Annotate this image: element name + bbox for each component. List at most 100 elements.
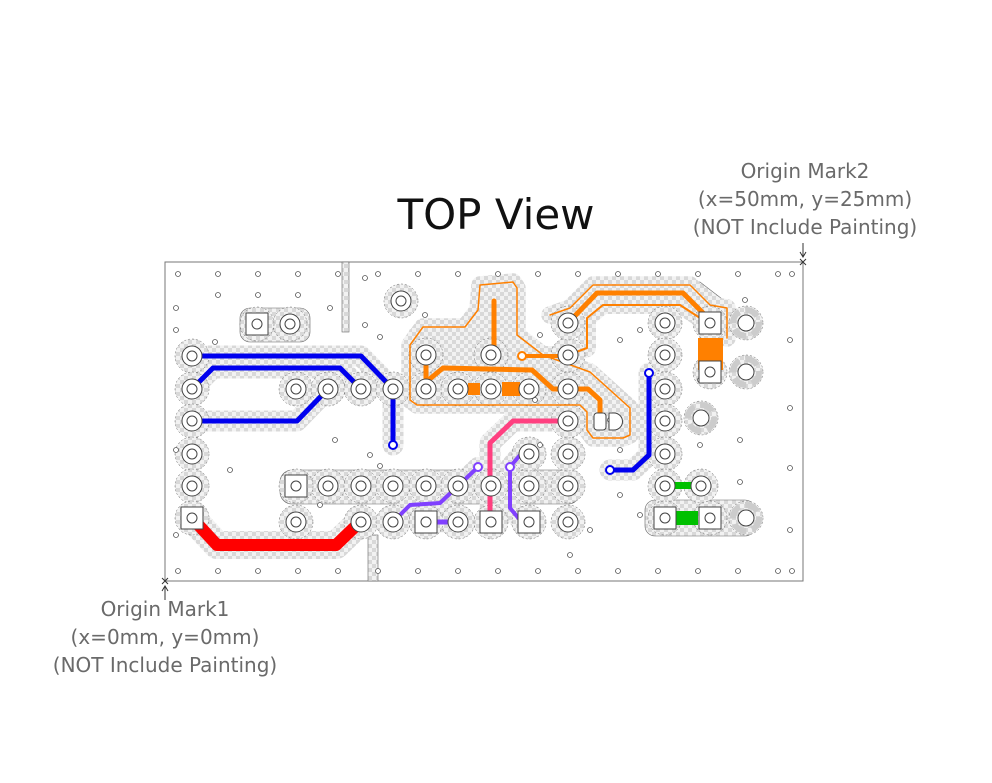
pad-hole	[452, 480, 464, 492]
copper-trace	[189, 386, 331, 424]
trace-via	[605, 465, 615, 475]
copper-trace	[186, 512, 367, 551]
pad-hole	[290, 383, 302, 395]
pad-hole	[322, 480, 334, 492]
via-hole	[575, 568, 581, 574]
smd-pad	[608, 412, 623, 431]
copper-trace	[189, 365, 364, 392]
via-hole	[695, 271, 701, 277]
via-hole	[787, 405, 793, 411]
via-hole	[377, 463, 383, 469]
origin-mark1-name: Origin Mark1	[100, 597, 230, 621]
via-hole	[173, 532, 179, 538]
via-hole	[327, 305, 333, 311]
thermal-pad	[737, 363, 755, 381]
via-hole	[335, 271, 341, 277]
trace-via	[388, 440, 398, 450]
via-hole	[617, 492, 623, 498]
copper-trace	[567, 304, 701, 356]
via-hole	[367, 452, 373, 458]
pad-hole	[420, 480, 432, 492]
pad-hole	[659, 317, 671, 329]
via-hole	[495, 271, 501, 277]
pad-hole	[290, 516, 302, 528]
thermal-relief	[685, 402, 717, 434]
via-hole	[215, 292, 221, 298]
pad-hole	[562, 415, 574, 427]
pad-hole	[659, 512, 671, 524]
via-hole	[175, 568, 181, 574]
via-hole	[567, 552, 573, 558]
pad-hole	[452, 383, 464, 395]
via-hole	[537, 442, 543, 448]
via-hole	[375, 568, 381, 574]
via-hole	[615, 271, 621, 277]
pad-hole	[284, 318, 296, 330]
view-title: TOP View	[397, 190, 595, 239]
thermal-relief	[730, 502, 762, 534]
pad-hole	[695, 480, 707, 492]
via-hole	[362, 322, 368, 328]
via-hole	[655, 568, 661, 574]
via-hole	[575, 271, 581, 277]
via-hole	[737, 437, 743, 443]
pad-hole	[562, 516, 574, 528]
thermal-relief	[730, 356, 762, 388]
thermal-pad	[692, 409, 710, 427]
pad-hole	[186, 415, 198, 427]
thermal-relief	[730, 307, 762, 339]
via-hole	[375, 271, 381, 277]
pad-hole	[355, 516, 367, 528]
copper-rect	[468, 383, 480, 395]
copper-rect	[676, 511, 698, 525]
via-hole	[455, 568, 461, 574]
via-hole	[655, 271, 661, 277]
origin-mark1-icon	[161, 577, 169, 600]
copper-rect	[674, 482, 698, 489]
pad-hole	[290, 480, 302, 492]
origin-mark1-coords: (x=0mm, y=0mm)	[70, 625, 260, 649]
origin-mark2-label: Origin Mark2 (x=50mm, y=25mm) (NOT Inclu…	[645, 157, 965, 241]
via-hole	[535, 271, 541, 277]
pad-hole	[355, 383, 367, 395]
pad-hole	[562, 480, 574, 492]
via-hole	[415, 271, 421, 277]
via-hole	[377, 334, 383, 340]
pad-hole	[186, 350, 198, 362]
via-hole	[175, 271, 181, 277]
via-hole	[537, 332, 543, 338]
via-hole	[212, 339, 218, 345]
via-hole	[737, 479, 743, 485]
copper-trace	[189, 353, 396, 448]
via-hole	[455, 271, 461, 277]
via-hole	[787, 337, 793, 343]
via-hole	[422, 312, 428, 318]
via-hole	[415, 568, 421, 574]
pad-hole	[186, 512, 198, 524]
pad-hole	[485, 516, 497, 528]
pad-hole	[485, 383, 497, 395]
via-hole	[617, 337, 623, 343]
via-hole	[215, 568, 221, 574]
pad-hole	[387, 383, 399, 395]
pad-hole	[186, 383, 198, 395]
origin-mark1-label: Origin Mark1 (x=0mm, y=0mm) (NOT Include…	[5, 595, 325, 679]
via-hole	[227, 467, 233, 473]
via-holes	[173, 271, 795, 574]
via-hole	[637, 512, 643, 518]
via-hole	[295, 568, 301, 574]
via-hole	[787, 527, 793, 533]
pad-hole	[523, 516, 535, 528]
smd-pad	[593, 412, 607, 431]
via-hole	[775, 568, 781, 574]
copper-trace	[607, 370, 652, 473]
via-hole	[637, 327, 643, 333]
via-hole	[295, 292, 301, 298]
via-hole	[789, 568, 795, 574]
pad-hole	[659, 415, 671, 427]
copper-trace	[565, 290, 713, 326]
slot	[341, 261, 350, 333]
pad-hole	[420, 383, 432, 395]
via-hole	[742, 297, 748, 303]
